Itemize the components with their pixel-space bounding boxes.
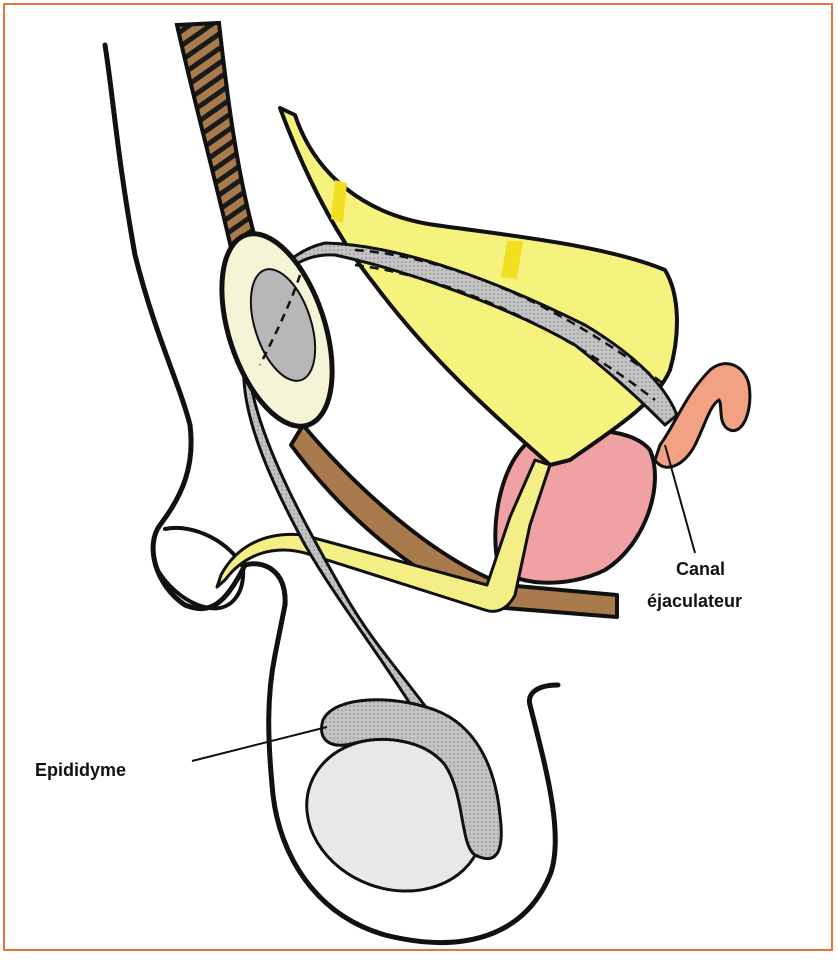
- label-canal-line1: Canal: [676, 559, 725, 579]
- anatomy-diagram: Canal éjaculateur Epididyme: [5, 5, 838, 960]
- epididyme-leader-line: [192, 727, 327, 761]
- label-canal-line2: éjaculateur: [647, 591, 742, 611]
- abdominal-wall: [177, 23, 257, 265]
- diagram-frame: Canal éjaculateur Epididyme: [3, 3, 833, 951]
- label-epididyme: Epididyme: [35, 760, 126, 780]
